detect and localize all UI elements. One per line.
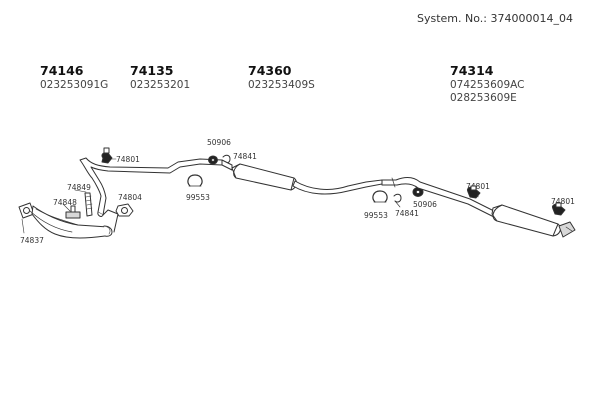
spring-icon (74, 189, 93, 217)
flange-gasket-icon (115, 203, 134, 217)
clamp-icon (393, 193, 402, 208)
oe-ref-intermediate-pipe: 023253201 (130, 79, 191, 91)
gasket-icon (208, 155, 218, 165)
clamp-icon (187, 174, 203, 187)
gasket-icon (18, 202, 35, 234)
catalytic-converter-icon (29, 205, 119, 239)
oe-ref-middle-silencer: 023253409S (248, 79, 315, 91)
oe-ref-rear-silencer-1: 074253609AC (450, 79, 525, 91)
bolt-icon (62, 203, 81, 219)
part-number-front-pipe: 74146 (40, 63, 84, 78)
part-number-middle-silencer: 74360 (248, 63, 292, 78)
part-number-rear-silencer: 74314 (450, 63, 494, 78)
oe-ref-rear-silencer-2: 028253609E (450, 92, 517, 104)
callout-spring: 74848 (53, 198, 77, 207)
rear-muffler-icon (491, 204, 576, 238)
callout-clamp-ring-1: 99553 (186, 193, 210, 202)
callout-clamp-ring-2: 99553 (364, 211, 388, 220)
callout-gasket-1: 50906 (207, 138, 231, 147)
clamp-icon (372, 190, 388, 203)
rear-pipe-icon (381, 177, 497, 218)
system-number: System. No.: 374000014_04 (417, 12, 573, 25)
callout-hanger-front: 74801 (116, 155, 140, 164)
rubber-hanger-icon (552, 202, 566, 216)
callout-flange-gasket: 74804 (118, 193, 142, 202)
rubber-hanger-icon (101, 147, 117, 164)
callout-clamp-1: 74841 (233, 152, 257, 161)
part-number-intermediate-pipe: 74135 (130, 63, 174, 78)
rubber-hanger-icon (467, 185, 481, 199)
callout-bolt: 74849 (67, 183, 91, 192)
callout-front-gasket: 74837 (20, 236, 44, 245)
oe-ref-front-pipe: 023253091G (40, 79, 109, 91)
intermediate-pipe-icon (79, 157, 223, 217)
callout-hanger-middle: 74801 (466, 182, 490, 191)
callout-gasket-2: 50906 (413, 200, 437, 209)
front-muffler-icon (221, 159, 383, 195)
callout-clamp-2: 74841 (395, 209, 419, 218)
callout-hanger-rear: 74801 (551, 197, 575, 206)
